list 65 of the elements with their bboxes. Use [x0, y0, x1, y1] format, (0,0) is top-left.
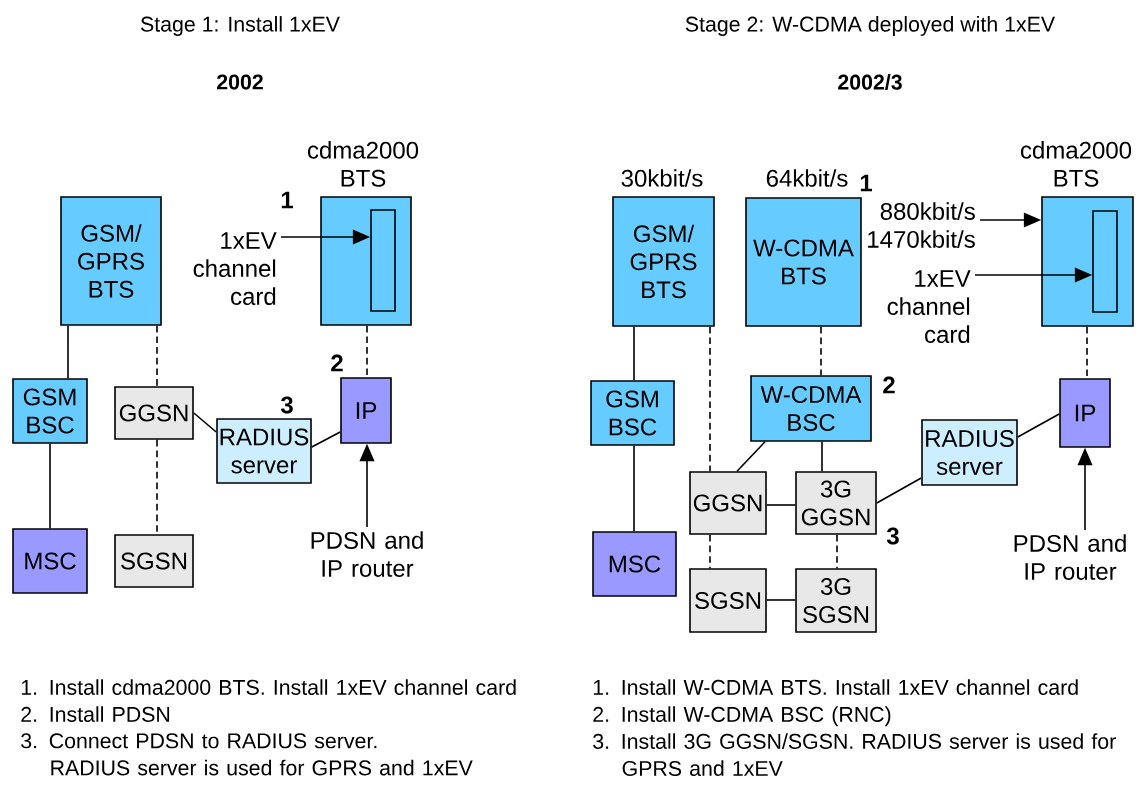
box-heading: cdma2000 BTS	[308, 141, 419, 187]
connector	[709, 325, 711, 472]
controller-box: GSM BSC	[12, 378, 88, 444]
connector	[836, 534, 838, 569]
step-note: 2. Install W-CDMA BSC (RNC)	[593, 706, 891, 727]
base-station-box: GSM/ GPRS BTS	[612, 196, 715, 327]
step-note: 1. Install W-CDMA BTS. Install 1xEV channel card	[593, 679, 1078, 695]
step-note: 3. Install 3G GGSN/SGSN. RADIUS server is used for GPRS and 1xEV	[593, 733, 1116, 776]
gateway-box: SGSN	[114, 534, 194, 588]
callout-number: 2	[331, 354, 343, 372]
connector	[156, 439, 158, 535]
connector	[67, 325, 69, 379]
callout-number: 1	[281, 191, 293, 209]
connector	[633, 445, 635, 532]
callout-number: 2	[883, 376, 895, 394]
router-box: IP	[1059, 378, 1111, 448]
rate-label: 30kbit/s	[621, 169, 703, 187]
connector	[156, 325, 158, 387]
channel-card	[1092, 210, 1118, 313]
gateway-box: SGSN	[689, 568, 767, 633]
step-note: 3. Connect PDSN to RADIUS server. RADIUS server is used for GPRS and 1xEV	[21, 733, 473, 776]
gateway-box: GGSN	[689, 471, 767, 535]
connector	[193, 412, 217, 433]
connector	[766, 504, 796, 506]
connector	[736, 441, 766, 472]
step-note: 1. Install cdma2000 BTS. Install 1xEV channel card	[21, 679, 516, 695]
connector	[821, 441, 823, 472]
callout-number: 3	[280, 396, 293, 414]
year-heading: 2002	[217, 74, 263, 90]
connector	[1017, 413, 1060, 438]
router-box: IP	[340, 377, 392, 444]
connector	[876, 477, 922, 504]
annotation-text: 880kbit/s 1470kbit/s	[868, 202, 975, 248]
stage-title: Stage 1: Install 1xEV	[140, 16, 340, 36]
connector	[49, 443, 51, 529]
connector	[709, 534, 711, 569]
year-heading: 2002/3	[838, 74, 902, 90]
base-station-box: W-CDMA BTS	[745, 197, 862, 327]
connector	[366, 325, 368, 378]
connector	[766, 599, 796, 601]
switching-center-box: MSC	[592, 531, 677, 597]
gateway-box: 3G SGSN	[795, 568, 877, 633]
base-station-box: GSM/ GPRS BTS	[60, 196, 162, 326]
server-box: RADIUS server	[216, 418, 312, 484]
gateway-box: 3G GGSN	[795, 471, 877, 535]
annotation-text: PDSN and IP router	[311, 531, 423, 577]
rate-label: 64kbit/s	[766, 169, 848, 187]
callout-number: 1	[860, 174, 872, 192]
callout-number: 3	[886, 527, 899, 545]
controller-box: W-CDMA BSC	[750, 375, 872, 442]
channel-card	[370, 209, 396, 312]
box-heading: cdma2000 BTS	[1021, 141, 1132, 187]
annotation-text: 1xEV channel card	[193, 232, 277, 305]
gateway-box: GGSN	[114, 386, 194, 440]
server-box: RADIUS server	[921, 419, 1018, 486]
annotation-text: 1xEV channel card	[887, 270, 971, 343]
switching-center-box: MSC	[12, 528, 88, 594]
connector	[311, 431, 341, 448]
stage-title: Stage 2: W-CDMA deployed with 1xEV	[685, 16, 1055, 36]
connector	[820, 326, 822, 376]
connector	[1086, 325, 1088, 379]
step-note: 2. Install PDSN	[21, 706, 170, 722]
annotation-text: PDSN and IP router	[1014, 534, 1126, 580]
connector	[633, 325, 635, 381]
controller-box: GSM BSC	[590, 380, 675, 446]
